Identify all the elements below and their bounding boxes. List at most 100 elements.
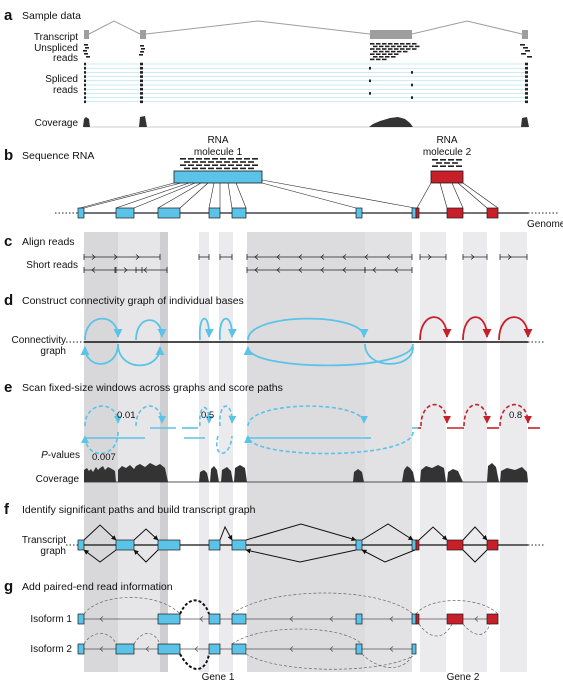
- panel-d-title: Construct connectivity graph of individu…: [22, 295, 244, 307]
- read: [412, 48, 417, 50]
- short-read-arrow: [254, 267, 259, 273]
- rna1-label-1: RNA: [207, 135, 228, 146]
- read: [140, 83, 143, 87]
- connectivity-label-2: graph: [40, 346, 66, 357]
- unspliced-label-1: Unspliced: [34, 43, 78, 54]
- read: [394, 53, 399, 55]
- panel-b-letter: b: [4, 147, 13, 164]
- read: [188, 164, 194, 166]
- read: [180, 158, 186, 160]
- spliced-reads: [84, 62, 528, 104]
- panel-e-title: Scan fixed-size windows across graphs an…: [22, 382, 283, 394]
- read: [188, 158, 194, 160]
- read: [397, 50, 402, 53]
- read: [456, 165, 462, 167]
- short-read-arrow: [342, 254, 347, 260]
- read: [140, 100, 143, 104]
- read: [520, 44, 525, 46]
- read: [370, 43, 375, 45]
- rna2-label-2: molecule 2: [423, 147, 472, 158]
- read: [140, 51, 144, 53]
- rna1-label-2: molecule 1: [194, 147, 243, 158]
- read: [525, 62, 528, 66]
- short-read-arrow: [298, 267, 303, 273]
- read: [140, 45, 144, 47]
- read: [391, 56, 396, 58]
- direction-arrow: [99, 616, 104, 622]
- panel-f-title: Identify significant paths and build tra…: [22, 504, 256, 516]
- direction-arrow: [389, 646, 394, 652]
- short-read-arrow: [427, 254, 432, 260]
- read: [525, 87, 528, 91]
- background-bands: [84, 232, 527, 672]
- read: [440, 159, 446, 161]
- read: [240, 161, 246, 163]
- read: [525, 83, 528, 87]
- read: [84, 87, 86, 91]
- direction-arrow: [145, 646, 150, 652]
- read: [200, 167, 206, 170]
- read: [84, 92, 86, 95]
- read: [141, 48, 145, 50]
- read: [523, 47, 528, 49]
- short-read-arrow: [276, 267, 281, 273]
- panel-b-title: Sequence RNA: [22, 150, 94, 162]
- read: [373, 56, 378, 58]
- read: [84, 53, 88, 55]
- read: [204, 158, 210, 160]
- direction-arrow: [329, 646, 334, 652]
- read: [212, 158, 218, 160]
- read: [397, 45, 402, 48]
- read: [382, 48, 387, 50]
- read: [180, 164, 186, 166]
- band: [500, 232, 527, 672]
- read: [448, 159, 454, 161]
- read: [525, 92, 528, 95]
- read: [140, 92, 143, 95]
- rna-molecule-1: [173, 170, 263, 184]
- direction-arrow: [199, 616, 204, 622]
- read: [220, 164, 226, 166]
- read: [369, 79, 371, 83]
- read: [452, 162, 458, 164]
- short-read-arrow: [320, 267, 325, 273]
- read: [370, 58, 375, 61]
- read: [140, 79, 143, 83]
- read: [394, 43, 399, 45]
- read: [192, 167, 198, 170]
- read: [83, 50, 87, 52]
- short-read-arrow: [113, 254, 118, 260]
- read: [139, 54, 143, 56]
- connectivity-graph: [66, 316, 545, 367]
- read: [84, 66, 86, 70]
- read: [379, 56, 384, 58]
- read: [370, 53, 375, 55]
- read: [394, 48, 399, 50]
- read: [244, 164, 250, 166]
- short-read-arrow: [372, 267, 377, 273]
- direction-arrow: [289, 616, 294, 622]
- band: [463, 232, 487, 672]
- read: [411, 83, 413, 87]
- read: [432, 159, 438, 161]
- read: [248, 167, 254, 170]
- band: [247, 232, 365, 672]
- read: [525, 71, 528, 74]
- read: [224, 161, 230, 163]
- direction-arrow: [329, 616, 334, 622]
- spliced-label-2: reads: [53, 85, 78, 96]
- read: [140, 96, 143, 99]
- transcript-model: [84, 20, 528, 39]
- read: [432, 165, 438, 167]
- read: [240, 167, 246, 170]
- read: [525, 96, 528, 99]
- band: [118, 232, 160, 672]
- read: [376, 43, 381, 45]
- read: [252, 164, 258, 166]
- spliced-label-1: Spliced: [45, 74, 78, 85]
- read: [379, 50, 384, 53]
- read: [85, 47, 89, 49]
- read: [403, 50, 408, 53]
- read: [232, 161, 238, 163]
- panel-c-title: Align reads: [22, 236, 75, 248]
